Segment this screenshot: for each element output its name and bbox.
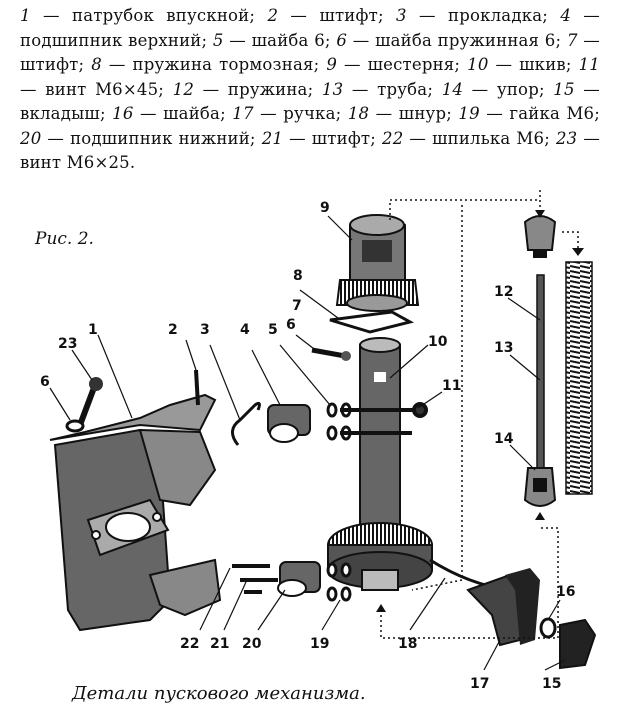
callout-12: 12 [494,284,513,300]
callout-6-left: 6 [40,374,50,390]
legend-text: винт М6×25. [20,153,136,172]
legend-number: 10 [467,55,489,74]
legend-number: 2 [267,6,279,25]
legend-number: 16 [112,104,134,123]
legend-text: подшипник нижний; [70,128,256,148]
legend-number: 23 [555,128,578,148]
callout-13: 13 [494,340,513,356]
legend-text: патрубок впускной; [72,6,256,25]
washers-lower-part [326,562,352,602]
callout-3: 3 [200,322,210,338]
callout-17: 17 [470,676,489,692]
callout-10: 10 [428,334,448,350]
assembly-lines [380,190,579,639]
upper-bearing-part [267,404,311,443]
legend-number: 12 [172,79,195,99]
legend-number: 9 [326,55,338,74]
legend-number: 13 [321,79,344,99]
callout-14: 14 [494,431,514,447]
brake-spring-part [329,310,415,334]
legend-text: прокладка; [448,6,549,25]
legend-number: 19 [458,104,480,123]
gasket-part [231,401,261,446]
callout-18: 18 [398,636,417,652]
callout-8: 8 [293,268,303,284]
assembly-arrows [376,210,584,612]
callout-labels: 1 23 6 2 3 4 5 6 7 8 9 10 11 12 13 14 22… [40,200,575,692]
callout-5: 5 [268,322,278,338]
screws-m6x45-part [340,402,428,435]
legend-number: 22 [382,128,404,148]
legend-text: штифт; [20,55,85,74]
callout-15: 15 [542,676,561,692]
legend-number: 3 [396,6,407,25]
legend-text: гайка М6; [509,104,601,123]
legend-text: шайба; [163,104,226,123]
lower-bearing-part [277,561,321,597]
screw-m6x25-part [77,377,103,427]
legend-text: шкив; [519,55,572,74]
legend-number: 1 [20,6,31,25]
legend-number: 15 [553,79,575,99]
stop-upper-part [523,215,557,258]
stop-lower-part [523,467,557,507]
legend-number: 5 [212,30,224,50]
legend-number: 6 [336,30,348,50]
lower-pins-part [232,564,278,594]
legend-text: пружина; [227,79,314,99]
spring-washer-left-part [65,419,85,433]
callout-22: 22 [180,636,199,652]
callout-2: 2 [168,322,178,338]
callout-7: 7 [292,298,302,314]
legend-number: 20 [20,128,42,148]
callout-20: 20 [242,636,262,652]
legend-number: 14 [441,79,464,99]
callout-11: 11 [442,378,461,394]
legend-text: шайба 6; [251,30,331,50]
legend-text: штифт; [311,128,377,148]
tube-part [536,274,545,476]
legend-text: шайба пружинная 6; [375,30,562,50]
callout-23: 23 [58,336,77,352]
legend-text: шнур; [398,104,452,123]
callout-19: 19 [310,636,329,652]
callout-21: 21 [210,636,229,652]
callout-16: 16 [556,584,575,600]
callout-1: 1 [88,322,98,338]
legend-number: 18 [347,104,370,123]
leader-lines [49,215,566,671]
figure-caption: Детали пускового механизма. [72,683,366,704]
legend-number: 7 [566,30,578,50]
legend-text: упор; [496,79,545,99]
legend-text: труба; [377,79,434,99]
washer-part-16 [539,617,557,639]
pulley-part [327,337,433,591]
callout-4: 4 [240,322,250,338]
legend-number: 11 [578,55,600,74]
gear-part [335,214,420,312]
insert-part [559,618,597,670]
figure-label: Рис. 2. [35,229,94,249]
legend-text: вкладыш; [20,104,106,123]
spring-part [565,261,593,495]
legend-number: 17 [232,104,254,123]
legend-text: винт М6×45; [45,79,165,99]
legend-text: шестерня; [367,55,461,74]
legend-text: ручка; [283,104,342,123]
legend-number: 8 [91,55,102,74]
pin-part-2 [194,369,200,406]
legend-text: штифт; [319,6,384,25]
legend-text: шпилька М6; [432,128,550,148]
callout-9: 9 [320,200,330,216]
intake-pipe-part [49,393,222,632]
legend-text: пружина тормозная; [132,55,320,74]
handle-part [466,568,540,647]
legend-number: 4 [560,6,572,25]
callout-6-right: 6 [286,317,296,333]
parts-legend: 1 — патрубок впускной; 2 — штифт; 3 — пр… [20,6,601,172]
legend-number: 21 [261,128,284,148]
legend-text: подшипник верхний; [20,30,208,50]
